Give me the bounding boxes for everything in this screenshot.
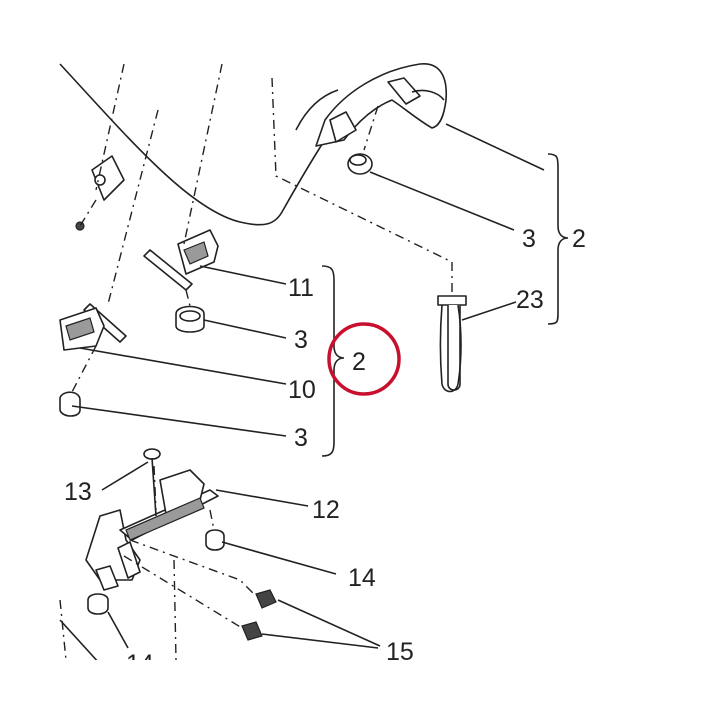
callout-3-mid: 3: [294, 326, 308, 354]
brace-mid: [321, 265, 345, 457]
grommet-low: [59, 391, 81, 417]
callout-3-low: 3: [294, 424, 308, 452]
foot-right: [205, 529, 225, 551]
clip-bracket-top: [75, 155, 125, 231]
grommet-top: [347, 153, 373, 175]
housing-outline: [59, 63, 331, 226]
foot-bottom: [87, 593, 109, 615]
callout-10: 10: [288, 376, 316, 404]
bottom-crop: [0, 660, 720, 720]
callout-2-mid: 2: [352, 348, 366, 376]
caps-15: [241, 589, 277, 641]
clip-part-10: [59, 303, 127, 351]
grommet-mid: [175, 305, 205, 333]
callout-13: 13: [64, 478, 92, 506]
leader-lines: [59, 123, 545, 665]
callout-14-right: 14: [348, 564, 376, 592]
highlight-circle: [327, 322, 401, 396]
assembly-lines: [59, 63, 453, 661]
callout-3-top: 3: [522, 225, 536, 253]
callout-11: 11: [288, 274, 314, 302]
top-housing-part: [295, 63, 447, 147]
callout-2-top: 2: [572, 225, 586, 253]
clip-part-11: [143, 229, 219, 291]
screw-13: [143, 448, 161, 517]
callout-23: 23: [516, 286, 544, 314]
latch-assembly: [85, 469, 219, 591]
callout-12: 12: [312, 496, 340, 524]
hook-part: [437, 295, 467, 393]
brace-top: [547, 153, 569, 325]
